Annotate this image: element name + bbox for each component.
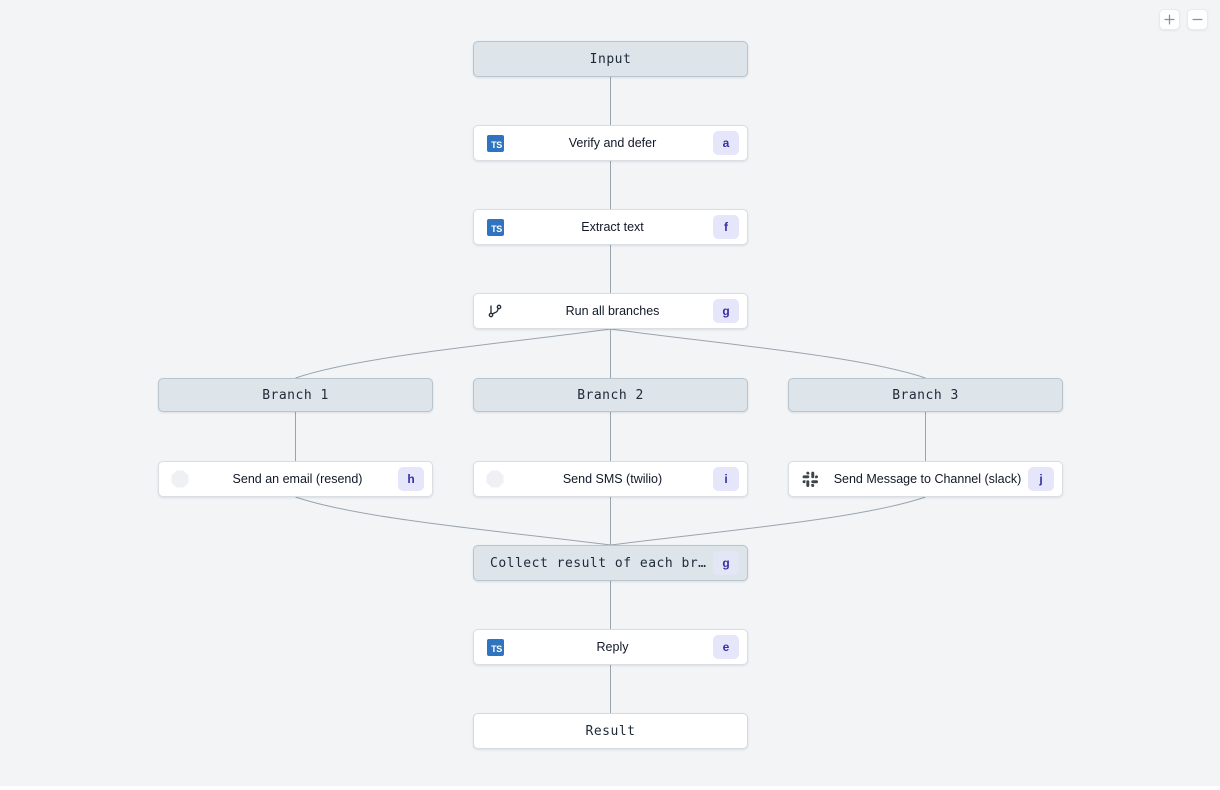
node-reply-badge[interactable]: e (713, 635, 739, 659)
node-send-sms-badge[interactable]: i (713, 467, 739, 491)
edge-runall-branch3 (610, 328, 926, 379)
node-run-all-branches-label: Run all branches (565, 304, 660, 318)
node-extract-text-badge[interactable]: f (713, 215, 739, 239)
twilio-icon (478, 462, 512, 496)
node-extract-text-label: Extract text (581, 220, 644, 234)
node-branch-3-label: Branch 3 (892, 387, 959, 403)
node-send-message-to-channel-badge[interactable]: j (1028, 467, 1054, 491)
node-branch-2[interactable]: Branch 2 (473, 378, 748, 412)
slack-icon (793, 462, 827, 496)
resend-icon (163, 462, 197, 496)
zoom-controls (1159, 9, 1208, 30)
node-run-all-branches[interactable]: Run all branches g (473, 293, 748, 329)
bottom-edge-strip (0, 786, 1220, 790)
edge-runall-branch1 (295, 328, 611, 379)
node-send-an-email-badge[interactable]: h (398, 467, 424, 491)
node-result-label: Result (585, 723, 636, 739)
node-send-message-to-channel-label: Send Message to Channel (slack) (833, 472, 1022, 486)
edge-slack-collect (610, 496, 926, 546)
node-send-message-to-channel[interactable]: Send Message to Channel (slack) j (788, 461, 1063, 497)
edge-email-collect (295, 496, 611, 546)
node-collect-result-badge[interactable]: g (713, 551, 739, 575)
plus-icon (1164, 14, 1175, 25)
git-branch-icon (478, 294, 512, 328)
node-input-label: Input (589, 51, 632, 67)
typescript-icon: TS (478, 630, 512, 664)
node-collect-result[interactable]: Collect result of each branch g (473, 545, 748, 581)
typescript-icon: TS (478, 210, 512, 244)
node-result[interactable]: Result (473, 713, 748, 749)
node-collect-result-label: Collect result of each branch (490, 555, 713, 571)
minus-icon (1192, 18, 1203, 21)
node-branch-2-label: Branch 2 (577, 387, 644, 403)
node-run-all-branches-badge[interactable]: g (713, 299, 739, 323)
node-input[interactable]: Input (473, 41, 748, 77)
typescript-icon: TS (478, 126, 512, 160)
node-send-sms-label: Send SMS (twilio) (562, 472, 663, 486)
node-branch-1[interactable]: Branch 1 (158, 378, 433, 412)
node-verify-and-defer[interactable]: TS Verify and defer a (473, 125, 748, 161)
node-branch-1-label: Branch 1 (262, 387, 329, 403)
node-verify-and-defer-label: Verify and defer (568, 136, 657, 150)
node-verify-and-defer-badge[interactable]: a (713, 131, 739, 155)
node-reply-label: Reply (596, 640, 629, 654)
node-send-an-email[interactable]: Send an email (resend) h (158, 461, 433, 497)
node-branch-3[interactable]: Branch 3 (788, 378, 1063, 412)
node-extract-text[interactable]: TS Extract text f (473, 209, 748, 245)
zoom-out-button[interactable] (1187, 9, 1208, 30)
node-send-sms[interactable]: Send SMS (twilio) i (473, 461, 748, 497)
node-reply[interactable]: TS Reply e (473, 629, 748, 665)
node-send-an-email-label: Send an email (resend) (232, 472, 363, 486)
zoom-in-button[interactable] (1159, 9, 1180, 30)
